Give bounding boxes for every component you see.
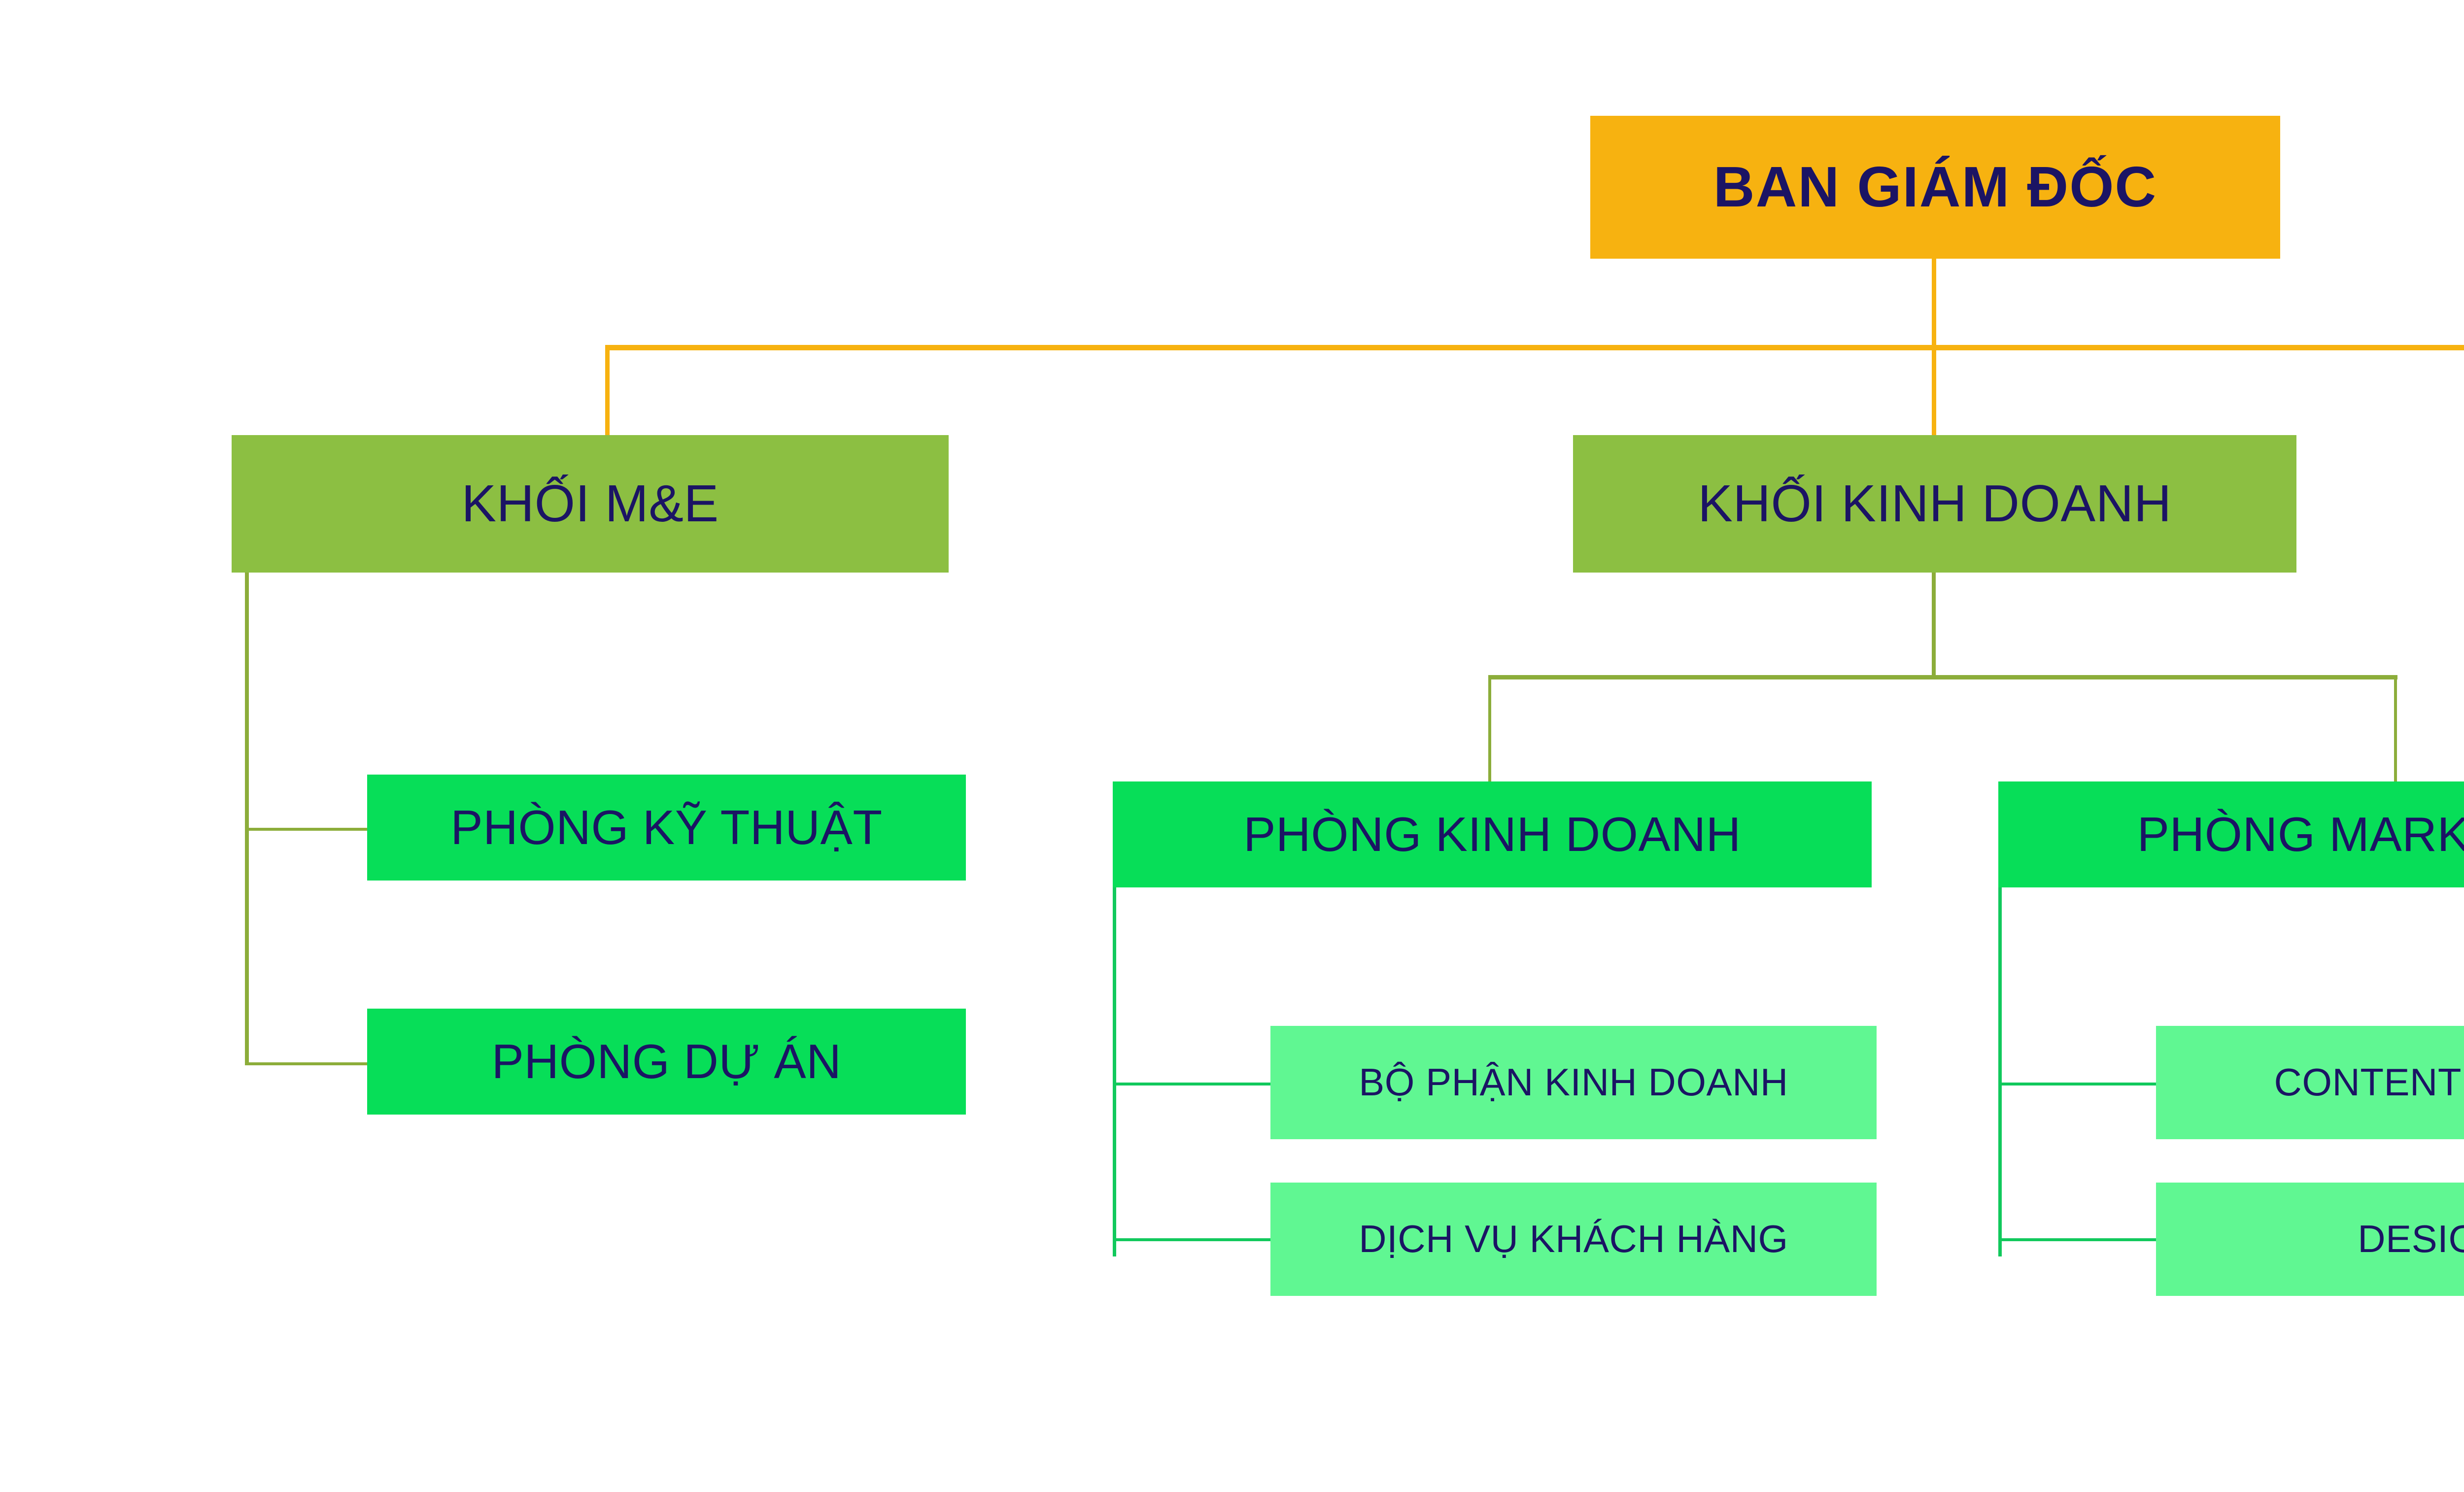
node-bo-phan-kinh-doanh[interactable]: BỘ PHẬN KINH DOANH <box>1270 1026 1877 1139</box>
connector-me-stub-duan <box>245 1062 368 1065</box>
node-phong-ky-thuat[interactable]: PHÒNG KỸ THUẬT <box>367 775 966 881</box>
connector-me-spine <box>245 573 249 1065</box>
node-phong-du-an[interactable]: PHÒNG DỰ ÁN <box>367 1009 966 1115</box>
connector-mkt-stub-content <box>1998 1083 2156 1085</box>
node-khoi-kinh-doanh[interactable]: KHỐI KINH DOANH <box>1573 435 2296 573</box>
connector-kd-stem <box>1932 573 1936 678</box>
node-dich-vu-khach-hang[interactable]: DỊCH VỤ KHÁCH HÀNG <box>1270 1183 1877 1296</box>
connector-kd-drop-left <box>1488 675 1491 783</box>
connector-kd-bus <box>1488 675 2397 679</box>
connector-root-drop-left <box>605 345 610 437</box>
node-phong-kinh-doanh[interactable]: PHÒNG KINH DOANH <box>1113 781 1872 887</box>
node-khoi-me[interactable]: KHỐI M&E <box>232 435 949 573</box>
connector-pkd-stub-dichvu <box>1113 1238 1270 1241</box>
connector-pkd-stub-bophan <box>1113 1083 1270 1085</box>
connector-pkd-spine <box>1113 882 1116 1256</box>
connector-mkt-spine <box>1998 882 2002 1256</box>
node-content-digital[interactable]: CONTENT - DIGITAL <box>2156 1026 2464 1139</box>
node-ban-giam-doc[interactable]: BAN GIÁM ĐỐC <box>1590 116 2280 259</box>
connector-root-stem <box>1932 259 1936 347</box>
connector-me-stub-kythuat <box>245 828 368 831</box>
node-phong-marketing[interactable]: PHÒNG MARKETING <box>1998 781 2464 887</box>
connector-mkt-stub-designer <box>1998 1238 2156 1241</box>
connector-root-drop-mid <box>1932 345 1936 437</box>
node-designer[interactable]: DESIGNER <box>2156 1183 2464 1296</box>
connector-kd-drop-right <box>2394 675 2397 783</box>
connector-root-bus <box>605 345 2464 350</box>
